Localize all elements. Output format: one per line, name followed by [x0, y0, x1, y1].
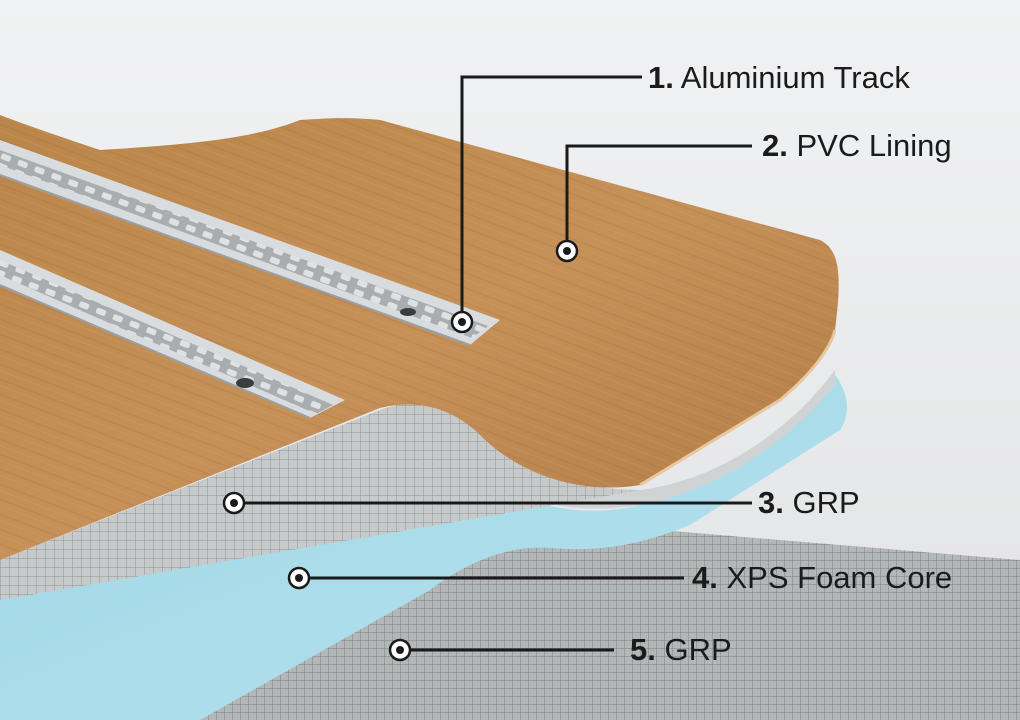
callout-number: 2.	[762, 128, 788, 163]
aluminium-track-lower	[0, 250, 345, 419]
callout-text: Aluminium Track	[680, 60, 910, 95]
callout-marker-2	[555, 239, 579, 263]
callout-text: XPS Foam Core	[726, 560, 953, 595]
callout-label-xps-foam-core: 4. XPS Foam Core	[692, 560, 952, 596]
callout-label-aluminium-track: 1. Aluminium Track	[648, 60, 910, 96]
callout-text: PVC Lining	[796, 128, 952, 163]
callout-text: GRP	[664, 632, 732, 667]
callout-number: 4.	[692, 560, 718, 595]
callout-marker-1	[450, 310, 474, 334]
callout-label-pvc-lining: 2. PVC Lining	[762, 128, 952, 164]
callout-number: 1.	[648, 60, 674, 95]
aluminium-track-upper	[0, 140, 500, 346]
callout-marker-3	[222, 491, 246, 515]
callout-label-grp-upper: 3. GRP	[758, 485, 860, 521]
callout-marker-4	[287, 566, 311, 590]
callout-label-grp-lower: 5. GRP	[630, 632, 732, 668]
callout-number: 3.	[758, 485, 784, 520]
callout-text: GRP	[792, 485, 860, 520]
callout-number: 5.	[630, 632, 656, 667]
callout-marker-5	[388, 638, 412, 662]
